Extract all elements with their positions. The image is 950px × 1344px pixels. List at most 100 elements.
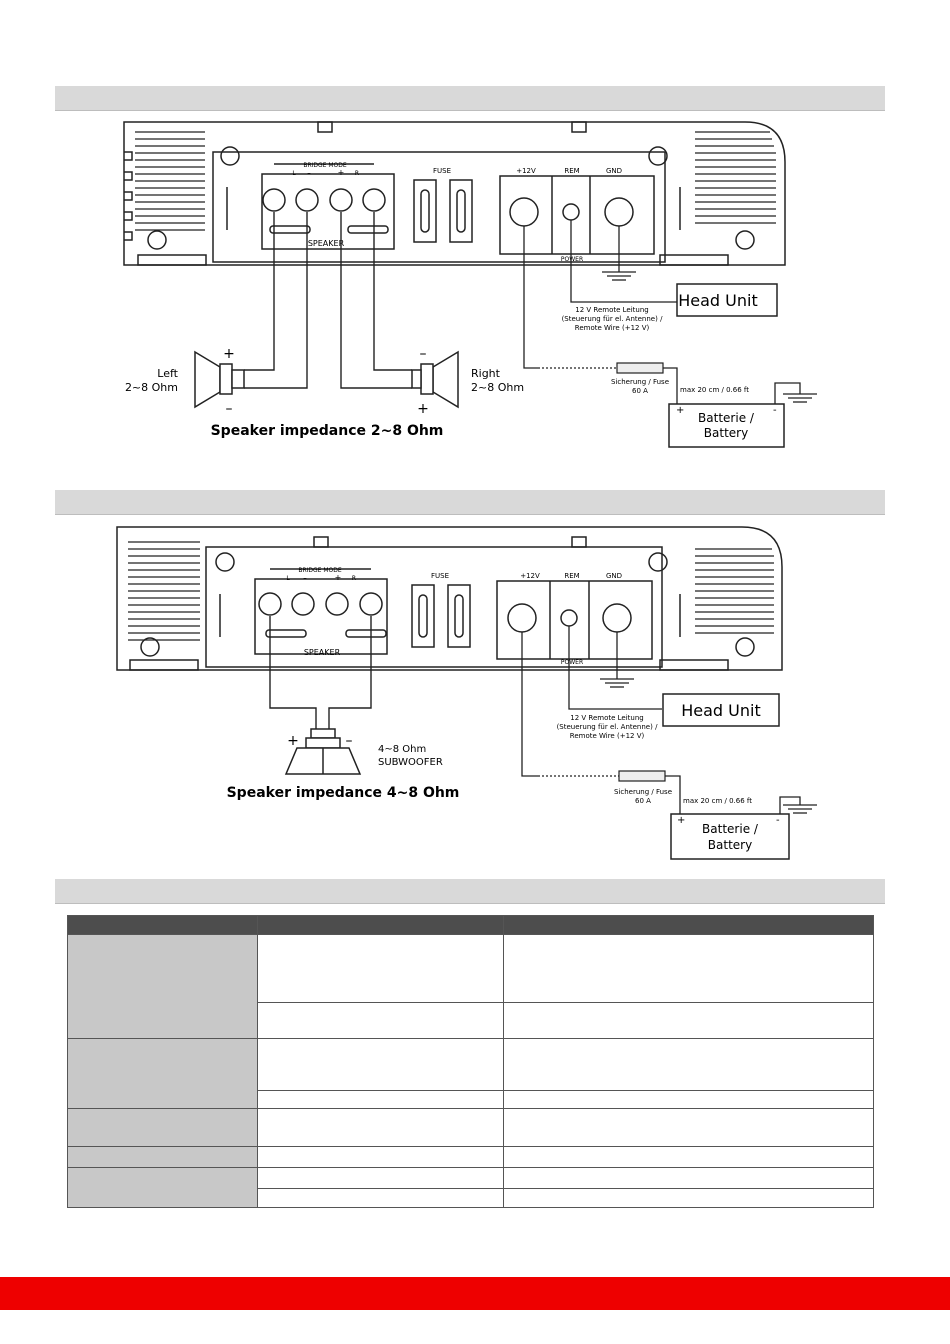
- bridge-mode-label: BRIDGE MODE: [303, 162, 347, 169]
- remote-wire-line1: 12 V Remote Leitung: [575, 306, 648, 314]
- power-label-2: POWER: [561, 659, 583, 666]
- right-minus-sign: –: [420, 346, 427, 362]
- right-speaker-label: Right: [471, 367, 501, 380]
- remote-wire-line3-2: Remote Wire (+12 V): [570, 732, 645, 740]
- battery-plus: +: [676, 405, 684, 416]
- wiring-diagram-bridged: BRIDGE MODE L – + R SPEAKER FUSE +12V RE…: [0, 522, 950, 867]
- channel-r-label-2: R: [352, 575, 356, 582]
- rem-label-2: REM: [564, 572, 579, 580]
- table-cell: [257, 1188, 504, 1208]
- inline-fuse-icon: [616, 362, 664, 374]
- channel-l-label-2: L: [286, 575, 290, 582]
- head-unit-label: Head Unit: [678, 291, 758, 310]
- plus12v-label: +12V: [516, 167, 536, 175]
- sub-minus-sign: –: [346, 733, 353, 749]
- fuse-caption-line1: Sicherung / Fuse: [611, 378, 669, 386]
- speaker-terminal-label: SPEAKER: [308, 239, 345, 248]
- table-header-cell: [257, 915, 504, 935]
- table-row: [67, 1146, 874, 1168]
- fuse-caption-line2-2: 60 A: [635, 797, 651, 805]
- right-speaker-icon: [411, 350, 459, 409]
- table-label-cell: [67, 1108, 258, 1147]
- rem-label: REM: [564, 167, 579, 175]
- left-speaker-icon: [194, 350, 245, 409]
- table-cell: [503, 1038, 874, 1091]
- power-label: POWER: [561, 256, 583, 263]
- speaker-terminal-label-2: SPEAKER: [304, 648, 341, 657]
- fuse-caption-line1-2: Sicherung / Fuse: [614, 788, 672, 796]
- footer-bar: [0, 1277, 950, 1310]
- channel-l-label: L: [292, 170, 296, 177]
- table-cell: [503, 1188, 874, 1208]
- remote-wire-line2-2: (Steuerung für el. Antenne) /: [557, 723, 659, 731]
- left-speaker-ohm: 2~8 Ohm: [125, 381, 178, 394]
- table-row: [68, 1188, 874, 1208]
- table-cell: [503, 934, 874, 1003]
- table-header-cell: [67, 915, 258, 935]
- battery-label-line1-2: Batterie /: [702, 822, 759, 836]
- diagram1-caption: Speaker impedance 2~8 Ohm: [211, 423, 444, 439]
- table-cell: [257, 1002, 504, 1039]
- left-speaker-label: Left: [157, 367, 178, 380]
- table-row: [68, 1002, 874, 1039]
- amplifier-body-2: [116, 526, 783, 671]
- channel-plus-label: +: [338, 168, 345, 177]
- subwoofer-wires: [269, 616, 372, 729]
- table-cell: [503, 1108, 874, 1147]
- battery-plus-2: +: [677, 815, 685, 826]
- table-cell: [257, 1146, 504, 1168]
- subwoofer-label: SUBWOOFER: [378, 757, 443, 768]
- plus12v-label-2: +12V: [520, 572, 540, 580]
- head-unit-label-2: Head Unit: [681, 701, 761, 720]
- section-bar-bridged: [55, 490, 885, 515]
- table-cell: [257, 1090, 504, 1109]
- remote-wire-line1-2: 12 V Remote Leitung: [570, 714, 643, 722]
- battery-minus: -: [773, 405, 777, 416]
- table-row: [67, 1167, 874, 1208]
- head-unit-box: [676, 283, 778, 317]
- troubleshooting-table: [67, 915, 874, 1208]
- table-cell: [503, 1167, 874, 1189]
- table-label-cell: [67, 934, 258, 1039]
- battery-label-line2-2: Battery: [708, 838, 752, 852]
- table-cell: [257, 1038, 504, 1091]
- right-speaker-ohm: 2~8 Ohm: [471, 381, 524, 394]
- power-wires: [523, 220, 817, 404]
- battery-minus-2: -: [776, 815, 780, 826]
- table-cell: [257, 1108, 504, 1147]
- table-cell: [257, 1167, 504, 1189]
- table-cell: [503, 1146, 874, 1168]
- max-length-label: max 20 cm / 0.66 ft: [680, 386, 749, 394]
- head-unit-box-2: [662, 693, 780, 727]
- subwoofer-icon: [284, 728, 362, 775]
- table-cell: [503, 1002, 874, 1039]
- right-plus-sign: +: [417, 401, 429, 417]
- channel-minus-label: –: [307, 169, 311, 177]
- section-bar-troubleshooting: [55, 879, 885, 904]
- channel-minus-label-2: –: [303, 574, 307, 582]
- speaker-wires: [244, 212, 412, 389]
- sub-plus-sign: +: [287, 733, 299, 749]
- battery-label-line2: Battery: [704, 426, 748, 440]
- left-minus-sign: –: [226, 401, 233, 417]
- table-label-cell: [67, 1146, 258, 1168]
- channel-plus-label-2: +: [335, 573, 342, 582]
- left-plus-sign: +: [223, 346, 235, 362]
- remote-wire-line2: (Steuerung für el. Antenne) /: [562, 315, 664, 323]
- battery-box-2: [670, 813, 790, 860]
- battery-label-line1: Batterie /: [698, 411, 755, 425]
- amplifier-body: [123, 121, 786, 266]
- inline-fuse-icon-2: [618, 770, 666, 782]
- table-cell: [503, 1090, 874, 1109]
- remote-wire-line3: Remote Wire (+12 V): [575, 324, 650, 332]
- bridge-mode-label-2: BRIDGE MODE: [298, 567, 342, 574]
- table-cell: [257, 934, 504, 1003]
- gnd-label: GND: [606, 167, 622, 175]
- section-bar-stereo: [55, 86, 885, 111]
- gnd-label-2: GND: [606, 572, 622, 580]
- channel-r-label: R: [355, 170, 359, 177]
- subwoofer-ohm: 4~8 Ohm: [378, 744, 426, 755]
- table-row: [67, 1108, 874, 1147]
- battery-box: [668, 403, 785, 448]
- table-label-cell: [67, 1038, 258, 1109]
